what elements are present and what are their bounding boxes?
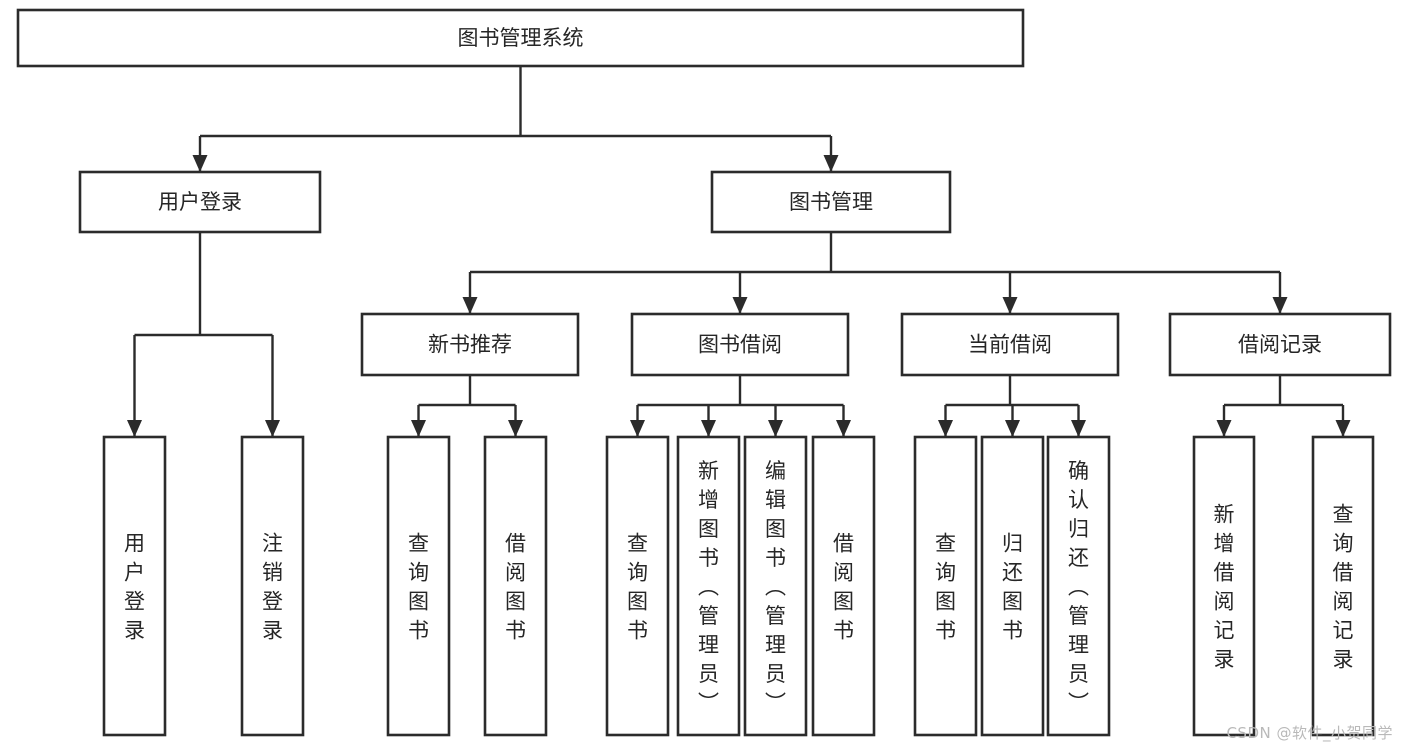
node-box[interactable]: [676, 435, 741, 737]
edge-group: [630, 375, 851, 437]
arrow-head-icon: [701, 420, 716, 437]
node-label: 查询图书: [408, 532, 429, 643]
node-label: 确认归还︵管理员︶: [1068, 459, 1089, 715]
arrow-head-icon: [265, 420, 280, 437]
arrow-head-icon: [732, 297, 748, 314]
node-归还图书[interactable]: 归还图书: [980, 435, 1045, 737]
edge-group: [1216, 375, 1351, 437]
node-label: 当前借阅: [968, 333, 1052, 357]
node-label: 新书推荐: [428, 333, 512, 357]
node-box[interactable]: [1192, 435, 1256, 737]
arrow-head-icon: [1071, 420, 1086, 437]
node-box[interactable]: [360, 312, 580, 377]
node-label: 归还图书: [1002, 532, 1023, 643]
node-新增借阅记录[interactable]: 新增借阅记录: [1192, 435, 1256, 737]
node-box[interactable]: [1168, 312, 1392, 377]
arrow-head-icon: [938, 420, 953, 437]
node-label: 注销登录: [262, 532, 283, 643]
node-用户登录[interactable]: 用户登录: [78, 170, 322, 234]
node-box[interactable]: [900, 312, 1120, 377]
node-查询图书[interactable]: 查询图书: [605, 435, 670, 737]
arrow-head-icon: [768, 420, 783, 437]
connectors-layer: [127, 66, 1351, 437]
node-box[interactable]: [980, 435, 1045, 737]
node-确认归还管理员[interactable]: 确认归还︵管理员︶: [1046, 435, 1111, 737]
node-box[interactable]: [240, 435, 305, 737]
edge-group: [192, 66, 839, 172]
arrow-head-icon: [630, 420, 645, 437]
node-label: 新增图书︵管理员︶: [698, 459, 719, 715]
node-label: 用户登录: [124, 532, 145, 643]
arrow-head-icon: [823, 155, 839, 172]
node-label: 借阅记录: [1238, 333, 1322, 357]
node-label: 图书管理: [789, 190, 873, 214]
node-label: 图书借阅: [698, 333, 782, 357]
node-box[interactable]: [1046, 435, 1111, 737]
node-编辑图书管理员[interactable]: 编辑图书︵管理员︶: [743, 435, 808, 737]
node-label: 图书管理系统: [458, 26, 584, 50]
nodes-layer: 图书管理系统用户登录图书管理新书推荐图书借阅当前借阅借阅记录用户登录注销登录查询…: [16, 8, 1392, 737]
node-box[interactable]: [630, 312, 850, 377]
node-查询图书[interactable]: 查询图书: [913, 435, 978, 737]
node-box[interactable]: [710, 170, 952, 234]
node-box[interactable]: [386, 435, 451, 737]
arrow-head-icon: [1272, 297, 1288, 314]
edge-group: [127, 232, 280, 437]
node-借阅记录[interactable]: 借阅记录: [1168, 312, 1392, 377]
node-借阅图书[interactable]: 借阅图书: [811, 435, 876, 737]
node-当前借阅[interactable]: 当前借阅: [900, 312, 1120, 377]
arrow-head-icon: [508, 420, 523, 437]
node-label: 借阅图书: [505, 532, 526, 643]
arrow-head-icon: [1002, 297, 1018, 314]
node-box[interactable]: [1311, 435, 1375, 737]
node-label: 编辑图书︵管理员︶: [765, 459, 786, 715]
node-box[interactable]: [743, 435, 808, 737]
arrow-head-icon: [1335, 420, 1351, 437]
arrow-head-icon: [1005, 420, 1020, 437]
node-label: 新增借阅记录: [1214, 503, 1235, 672]
node-box[interactable]: [16, 8, 1025, 68]
arrow-head-icon: [836, 420, 851, 437]
node-label: 借阅图书: [833, 532, 854, 643]
node-图书借阅[interactable]: 图书借阅: [630, 312, 850, 377]
node-label: 查询借阅记录: [1333, 503, 1354, 672]
node-新书推荐[interactable]: 新书推荐: [360, 312, 580, 377]
arrow-head-icon: [127, 420, 142, 437]
node-label: 查询图书: [935, 532, 956, 643]
node-借阅图书[interactable]: 借阅图书: [483, 435, 548, 737]
node-label: 查询图书: [627, 532, 648, 643]
node-新增图书管理员[interactable]: 新增图书︵管理员︶: [676, 435, 741, 737]
arrow-head-icon: [411, 420, 426, 437]
node-box[interactable]: [102, 435, 167, 737]
arrow-head-icon: [1216, 420, 1232, 437]
node-用户登录[interactable]: 用户登录: [102, 435, 167, 737]
node-图书管理系统[interactable]: 图书管理系统: [16, 8, 1025, 68]
edge-group: [462, 232, 1288, 314]
edge-group: [411, 375, 523, 437]
node-box[interactable]: [605, 435, 670, 737]
csdn-watermark: CSDN @软件_小贺同学: [1226, 724, 1393, 742]
node-查询借阅记录[interactable]: 查询借阅记录: [1311, 435, 1375, 737]
node-label: 用户登录: [158, 190, 242, 214]
arrow-head-icon: [462, 297, 478, 314]
node-图书管理[interactable]: 图书管理: [710, 170, 952, 234]
node-box[interactable]: [913, 435, 978, 737]
node-box[interactable]: [483, 435, 548, 737]
node-box[interactable]: [811, 435, 876, 737]
edge-group: [938, 375, 1086, 437]
arrow-head-icon: [192, 155, 208, 172]
node-查询图书[interactable]: 查询图书: [386, 435, 451, 737]
node-box[interactable]: [78, 170, 322, 234]
node-注销登录[interactable]: 注销登录: [240, 435, 305, 737]
